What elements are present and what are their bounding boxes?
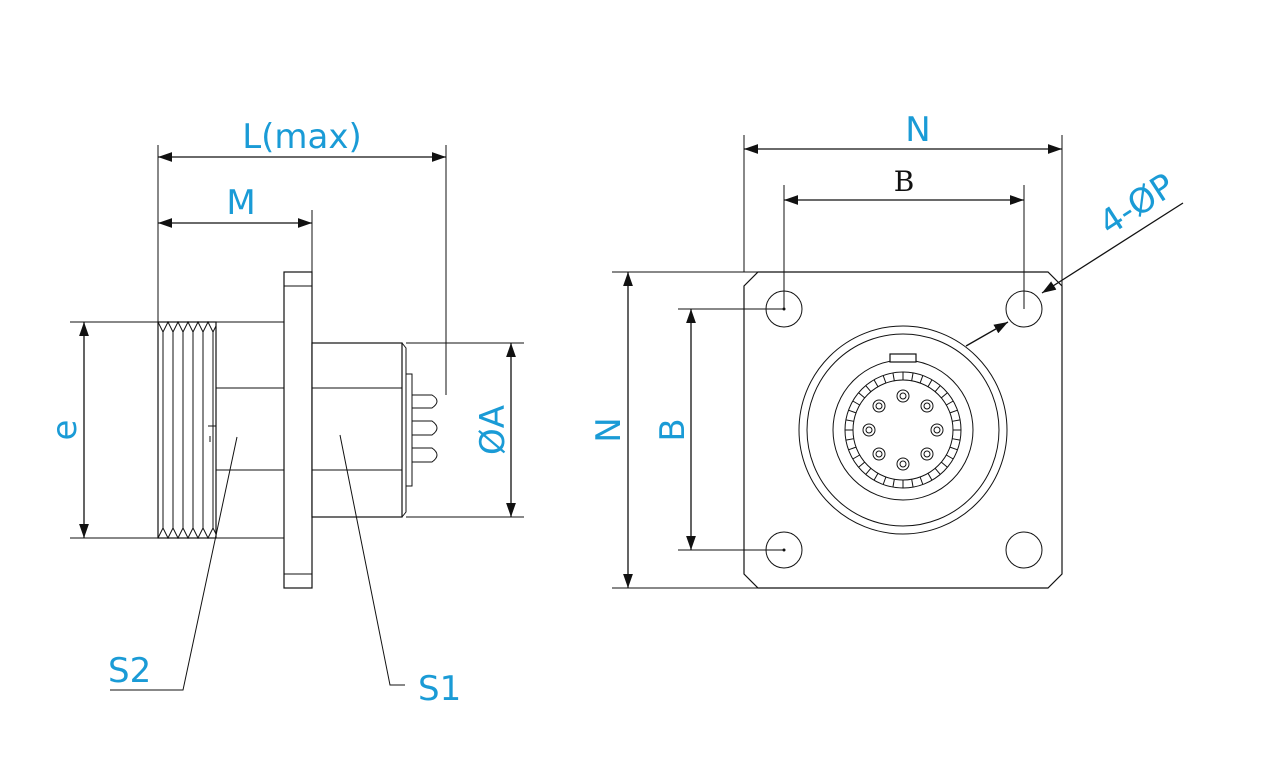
label-n-top: N [905, 110, 930, 150]
mounting-hole-br [1005, 531, 1043, 569]
flange [283, 271, 313, 589]
label-n-left: N [589, 417, 629, 442]
pin-contacts [862, 389, 944, 471]
receptacle [798, 325, 1008, 535]
side-view [157, 271, 438, 589]
rear-contacts [405, 373, 438, 487]
label-e: e [45, 420, 85, 441]
pin-contact [872, 399, 886, 413]
pin-contact [920, 399, 934, 413]
pin-contact [896, 457, 910, 471]
leader-s2 [110, 436, 238, 691]
pin-contact [872, 447, 886, 461]
pin-contact [920, 447, 934, 461]
pin-contact [862, 423, 876, 437]
side-dimensions [70, 145, 524, 691]
rear-body [311, 342, 403, 518]
label-b-top: B [894, 165, 915, 198]
front-dimensions [612, 135, 1184, 589]
leader-s1 [339, 434, 405, 686]
leader-hole-spec [1041, 202, 1184, 294]
square-flange [743, 271, 1063, 589]
label-l-max: L(max) [242, 117, 362, 157]
pin-contact [930, 423, 944, 437]
label-dia-a: ØA [473, 405, 513, 455]
label-m: M [226, 183, 255, 223]
front-view [743, 271, 1063, 589]
label-s2: S2 [108, 651, 151, 691]
label-s1: S1 [418, 669, 461, 709]
threaded-barrel [157, 320, 284, 540]
label-b-left: B [653, 418, 693, 441]
pin-contact [896, 389, 910, 403]
